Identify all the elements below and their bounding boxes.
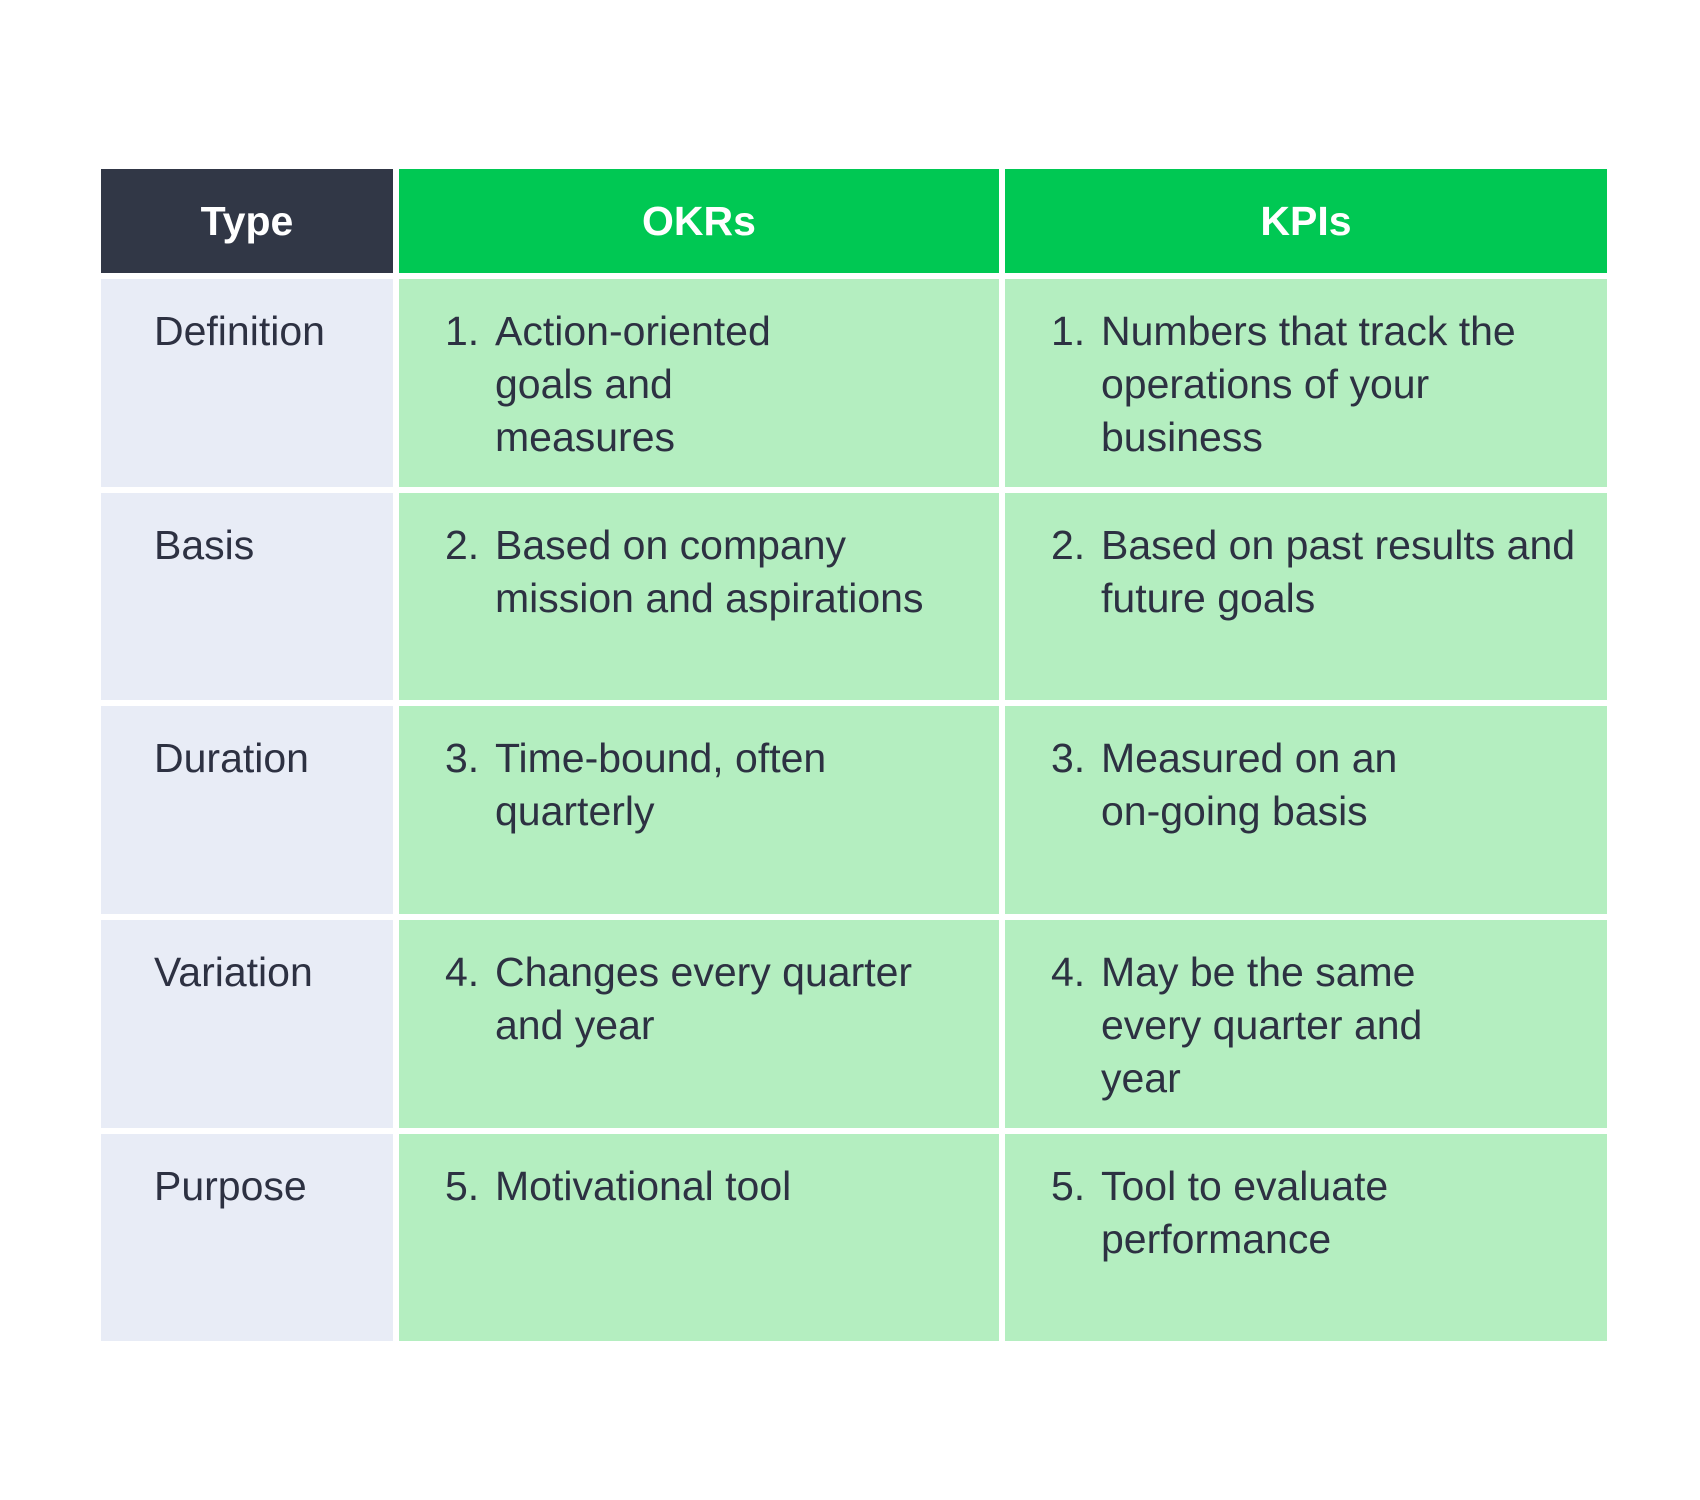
header-type: Type — [101, 169, 393, 273]
okr-item-number: 2. — [445, 522, 480, 568]
okr-cell-duration: 3. Time-bound, often quarterly — [399, 706, 999, 914]
header-kpis: KPIs — [1005, 169, 1607, 273]
okr-item-number: 4. — [445, 949, 480, 995]
okr-cell-definition: 1. Action-oriented goals and measures — [399, 279, 999, 487]
kpi-item-text: Based on past results and future goals — [1101, 522, 1576, 621]
okr-item-text: Changes every quarter and year — [495, 949, 913, 1048]
okr-cell-variation: 4. Changes every quarter and year — [399, 920, 999, 1128]
kpi-item-text: May be the same every quarter and year — [1101, 949, 1423, 1101]
kpi-item-number: 1. — [1051, 308, 1086, 354]
okr-item-number: 3. — [445, 735, 480, 781]
kpi-cell-variation: 4. May be the same every quarter and yea… — [1005, 920, 1607, 1128]
okr-item-text: Time-bound, often quarterly — [495, 735, 827, 834]
okr-item-number: 5. — [445, 1163, 480, 1209]
kpi-item-text: Numbers that track the operations of you… — [1101, 308, 1516, 460]
kpi-item-number: 5. — [1051, 1163, 1086, 1209]
comparison-table: Type OKRs KPIs Definition 1. Action-orie… — [101, 169, 1607, 1341]
row-label-duration: Duration — [101, 706, 393, 914]
kpi-cell-duration: 3. Measured on an on-going basis — [1005, 706, 1607, 914]
kpi-item-number: 3. — [1051, 735, 1086, 781]
okr-item-number: 1. — [445, 308, 480, 354]
header-okrs: OKRs — [399, 169, 999, 273]
okr-item-text: Action-oriented goals and measures — [495, 308, 771, 460]
okr-item-text: Based on company mission and aspirations — [495, 522, 924, 621]
row-label-purpose: Purpose — [101, 1134, 393, 1341]
kpi-item-text: Tool to evaluate performance — [1101, 1163, 1389, 1262]
row-label-basis: Basis — [101, 493, 393, 700]
okr-cell-basis: 2. Based on company mission and aspirati… — [399, 493, 999, 700]
kpi-cell-purpose: 5. Tool to evaluate performance — [1005, 1134, 1607, 1341]
kpi-item-text: Measured on an on-going basis — [1101, 735, 1398, 834]
row-label-variation: Variation — [101, 920, 393, 1128]
kpi-item-number: 4. — [1051, 949, 1086, 995]
kpi-cell-basis: 2. Based on past results and future goal… — [1005, 493, 1607, 700]
kpi-item-number: 2. — [1051, 522, 1086, 568]
kpi-cell-definition: 1. Numbers that track the operations of … — [1005, 279, 1607, 487]
okr-cell-purpose: 5. Motivational tool — [399, 1134, 999, 1341]
okr-item-text: Motivational tool — [495, 1163, 792, 1209]
row-label-definition: Definition — [101, 279, 393, 487]
